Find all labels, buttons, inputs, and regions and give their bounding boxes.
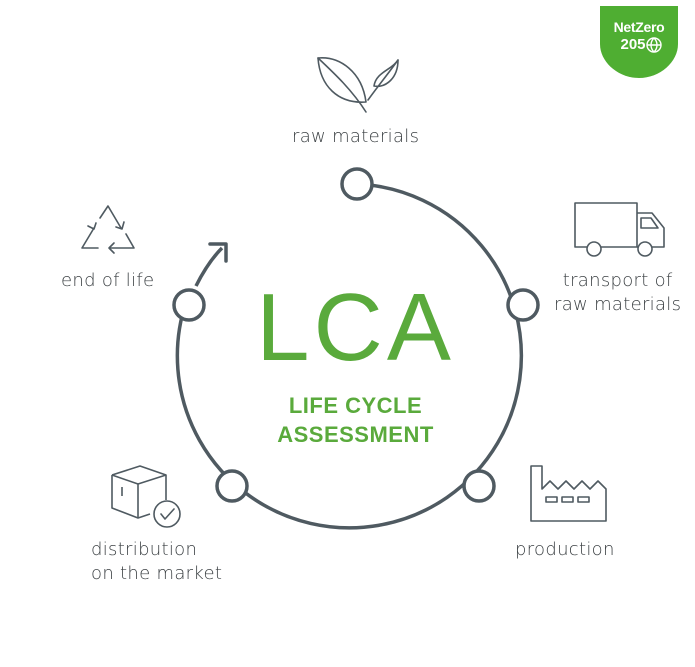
stage-label-line: transport of bbox=[562, 270, 673, 291]
node-production bbox=[462, 469, 496, 503]
leaf-icon bbox=[317, 57, 399, 113]
stage-label-line: end of life bbox=[61, 270, 155, 291]
node-end-of-life bbox=[172, 288, 206, 322]
stage-label-line: production bbox=[515, 539, 615, 560]
stage-label-raw-materials: raw materials bbox=[292, 125, 419, 149]
node-distribution bbox=[215, 469, 249, 503]
stage-label-transport: transport of raw materials bbox=[554, 269, 681, 317]
cycle-arrow-line bbox=[194, 246, 224, 287]
node-raw-materials bbox=[340, 167, 374, 201]
stage-label-end-of-life: end of life bbox=[61, 269, 154, 293]
lca-acronym: LCA bbox=[256, 274, 455, 381]
globe-icon bbox=[646, 37, 662, 53]
box-check-icon bbox=[111, 465, 181, 528]
factory-icon bbox=[530, 465, 607, 522]
netzero-badge-line1: NetZero bbox=[613, 19, 665, 35]
truck-icon bbox=[574, 202, 665, 257]
stage-label-distribution: distribution on the market bbox=[91, 538, 222, 586]
stage-label-production: production bbox=[515, 538, 615, 562]
stage-label-line: distribution bbox=[91, 539, 198, 560]
lca-subtitle-line1: LIFE CYCLE bbox=[288, 393, 423, 418]
stage-label-line: raw materials bbox=[554, 294, 682, 315]
cycle-ring bbox=[175, 182, 524, 530]
stage-label-line: on the market bbox=[91, 563, 223, 584]
recycle-icon bbox=[81, 205, 135, 254]
node-transport bbox=[506, 288, 540, 322]
netzero-badge-line2: 205 bbox=[620, 36, 646, 53]
netzero-badge-shape bbox=[600, 6, 678, 78]
lca-subtitle-line2: ASSESSMENT bbox=[277, 422, 434, 447]
netzero-badge: NetZero 205 bbox=[600, 6, 678, 78]
stage-label-line: raw materials bbox=[292, 126, 420, 147]
cycle-arrowhead bbox=[208, 242, 228, 263]
